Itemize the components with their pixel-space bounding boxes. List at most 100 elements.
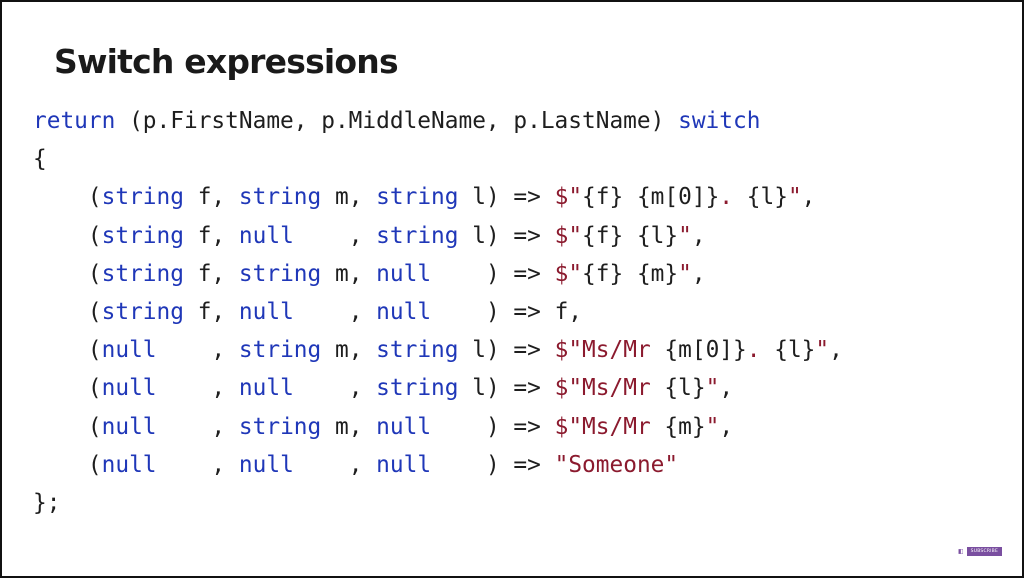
- code-string: ": [705, 375, 720, 402]
- code-text: m,: [321, 413, 377, 440]
- code-text: {f} {m}: [582, 260, 679, 287]
- subscribe-badge[interactable]: ◧ SUBSCRIBE: [958, 547, 1002, 556]
- code-text: (: [33, 222, 102, 249]
- code-string: $"Ms/Mr: [554, 337, 665, 364]
- code-keyword: null: [101, 451, 157, 478]
- code-text: (: [33, 413, 102, 440]
- code-line: (null , null , null ) => "Someone": [33, 446, 843, 484]
- code-keyword: string: [238, 260, 322, 287]
- code-text: ) =>: [431, 260, 555, 287]
- code-keyword: null: [238, 298, 294, 325]
- subscribe-button[interactable]: SUBSCRIBE: [966, 547, 1002, 556]
- code-text: ,: [156, 451, 239, 478]
- slide-title: Switch expressions: [54, 42, 399, 81]
- code-text: l) =>: [458, 337, 555, 364]
- code-text: ,: [719, 413, 734, 440]
- code-string: ": [678, 260, 692, 287]
- code-line: (null , string m, null ) => $"Ms/Mr {m}"…: [33, 408, 843, 446]
- code-text: };: [33, 489, 61, 516]
- code-keyword: null: [238, 222, 294, 249]
- code-string: $": [554, 260, 583, 287]
- code-line: };: [33, 484, 843, 522]
- code-keyword: string: [101, 222, 184, 249]
- code-text: m,: [321, 337, 377, 364]
- code-text: {l}: [664, 375, 706, 402]
- code-text: (: [33, 375, 102, 402]
- code-keyword: null: [101, 375, 157, 402]
- code-text: ,: [293, 451, 377, 478]
- code-text: ,: [293, 222, 377, 249]
- code-line: (null , string m, string l) => $"Ms/Mr {…: [33, 331, 843, 369]
- code-line: (string f, string m, string l) => $"{f} …: [33, 178, 843, 216]
- code-keyword: string: [376, 375, 459, 402]
- code-line: (string f, null , null ) => f,: [33, 293, 843, 331]
- code-string: ": [705, 413, 720, 440]
- code-string: $"Ms/Mr: [554, 375, 665, 402]
- code-keyword: string: [376, 184, 459, 211]
- code-text: ,: [691, 222, 706, 249]
- code-text: (: [33, 337, 102, 364]
- code-text: ,: [801, 184, 816, 211]
- code-string: .: [719, 184, 747, 211]
- code-keyword: null: [238, 375, 294, 402]
- code-text: ) => f,: [431, 298, 583, 325]
- code-keyword: null: [376, 451, 432, 478]
- code-text: {: [33, 146, 47, 173]
- code-text: {l}: [746, 184, 788, 211]
- code-keyword: null: [376, 413, 432, 440]
- code-text: {m[0]}: [664, 337, 747, 364]
- code-keyword: string: [376, 222, 459, 249]
- code-text: ,: [156, 375, 239, 402]
- code-string: "Someone": [554, 451, 679, 478]
- code-keyword: string: [101, 260, 184, 287]
- code-block: return (p.FirstName, p.MiddleName, p.Las…: [33, 102, 843, 522]
- code-keyword: string: [101, 298, 184, 325]
- code-keyword: string: [238, 413, 322, 440]
- code-text: ,: [719, 375, 734, 402]
- code-keyword: switch: [678, 108, 761, 134]
- code-text: ,: [293, 375, 377, 402]
- code-text: m,: [321, 260, 377, 287]
- code-text: ) =>: [431, 413, 555, 440]
- code-text: (: [33, 298, 102, 325]
- code-text: {l}: [774, 337, 816, 364]
- code-line: (string f, string m, null ) => $"{f} {m}…: [33, 255, 843, 293]
- code-keyword: null: [376, 260, 432, 287]
- code-text: {m}: [664, 413, 706, 440]
- code-text: f,: [183, 184, 239, 211]
- code-string: $": [554, 184, 583, 211]
- code-text: ,: [691, 260, 706, 287]
- code-text: f,: [183, 260, 239, 287]
- code-line: (null , null , string l) => $"Ms/Mr {l}"…: [33, 369, 843, 407]
- code-keyword: return: [33, 108, 116, 134]
- code-keyword: string: [238, 337, 322, 364]
- code-keyword: null: [376, 298, 432, 325]
- code-string: .: [746, 337, 775, 364]
- code-text: (: [33, 260, 102, 287]
- code-line: {: [33, 140, 843, 178]
- code-keyword: string: [238, 184, 322, 211]
- code-text: ) =>: [431, 451, 555, 478]
- code-text: ,: [156, 337, 239, 364]
- code-text: l) =>: [458, 375, 555, 402]
- code-string: $"Ms/Mr: [554, 413, 665, 440]
- code-line: return (p.FirstName, p.MiddleName, p.Las…: [33, 102, 843, 140]
- code-text: {f} {l}: [582, 222, 679, 249]
- code-text: ,: [829, 337, 843, 364]
- code-text: f,: [183, 222, 239, 249]
- code-string: ": [787, 184, 802, 211]
- code-text: {f} {m[0]}: [582, 184, 720, 211]
- code-text: (: [33, 451, 102, 478]
- code-string: ": [815, 337, 830, 364]
- code-keyword: string: [101, 184, 184, 211]
- code-keyword: null: [238, 451, 294, 478]
- code-keyword: null: [101, 413, 157, 440]
- code-text: m,: [321, 184, 377, 211]
- code-keyword: null: [101, 337, 157, 364]
- code-text: f,: [183, 298, 239, 325]
- code-string: $": [554, 222, 583, 249]
- code-text: ,: [293, 298, 377, 325]
- code-string: ": [678, 222, 692, 249]
- code-text: (p.FirstName, p.MiddleName, p.LastName): [115, 108, 679, 134]
